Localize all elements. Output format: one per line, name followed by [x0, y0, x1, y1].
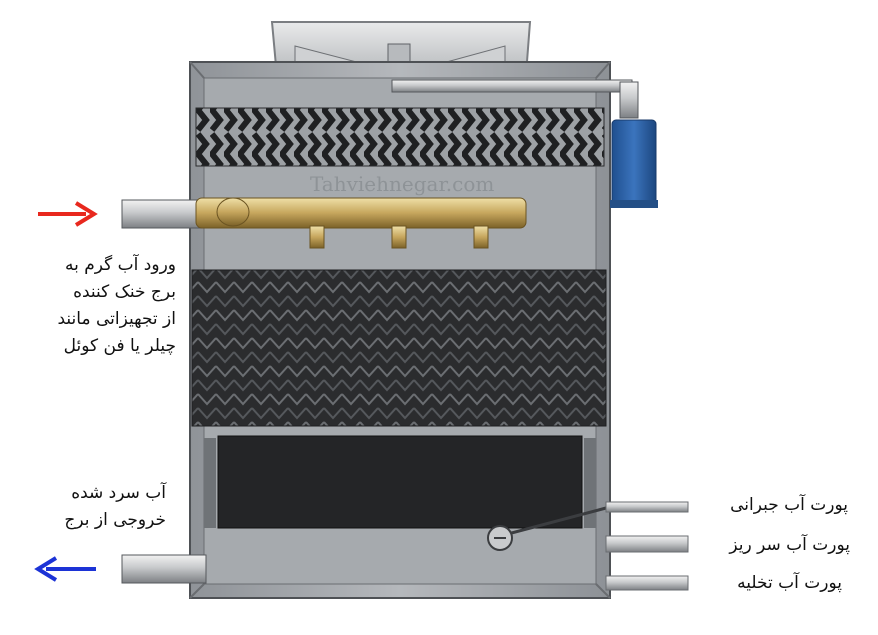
- makeup-port-pipe: [605, 501, 689, 513]
- cold-water-outlet-label: آب سرد شده خروجی از برج: [64, 480, 166, 534]
- drain-port-pipe: [605, 575, 689, 591]
- hot-water-inlet-line-2: برج خنک کننده: [73, 282, 176, 302]
- hot-water-inlet-line-3: از تجهیزاتی مانند: [57, 309, 177, 329]
- cold-water-basin: [204, 435, 596, 529]
- drain-port-label: پورت آب تخلیه: [737, 573, 842, 593]
- watermark: Tahviehnegar.com: [310, 172, 495, 196]
- cold-water-outlet-line-1: آب سرد شده: [71, 483, 166, 503]
- hot-water-inlet-line-4: چیلر یا فن کوئل: [63, 336, 176, 356]
- overflow-port-pipe: [605, 535, 689, 553]
- motor-drive: [391, 79, 658, 208]
- outlet-arrow-icon: [34, 556, 96, 582]
- hot-water-inlet-pipe: [121, 197, 527, 249]
- overflow-port-label: پورت آب سر ریز: [729, 535, 850, 555]
- makeup-port-label: پورت آب جبرانی: [730, 495, 848, 515]
- cold-water-outlet-pipe: [121, 554, 207, 584]
- cold-water-outlet-line-2: خروجی از برج: [64, 510, 166, 530]
- makeup-float-valve: [487, 506, 607, 551]
- inlet-arrow-icon: [38, 201, 98, 227]
- hot-water-inlet-line-1: ورود آب گرم به: [65, 255, 176, 275]
- drift-eliminator: [195, 107, 605, 167]
- hot-water-inlet-label: ورود آب گرم به برج خنک کننده از تجهیزاتی…: [58, 252, 177, 360]
- fill-media: [191, 269, 607, 427]
